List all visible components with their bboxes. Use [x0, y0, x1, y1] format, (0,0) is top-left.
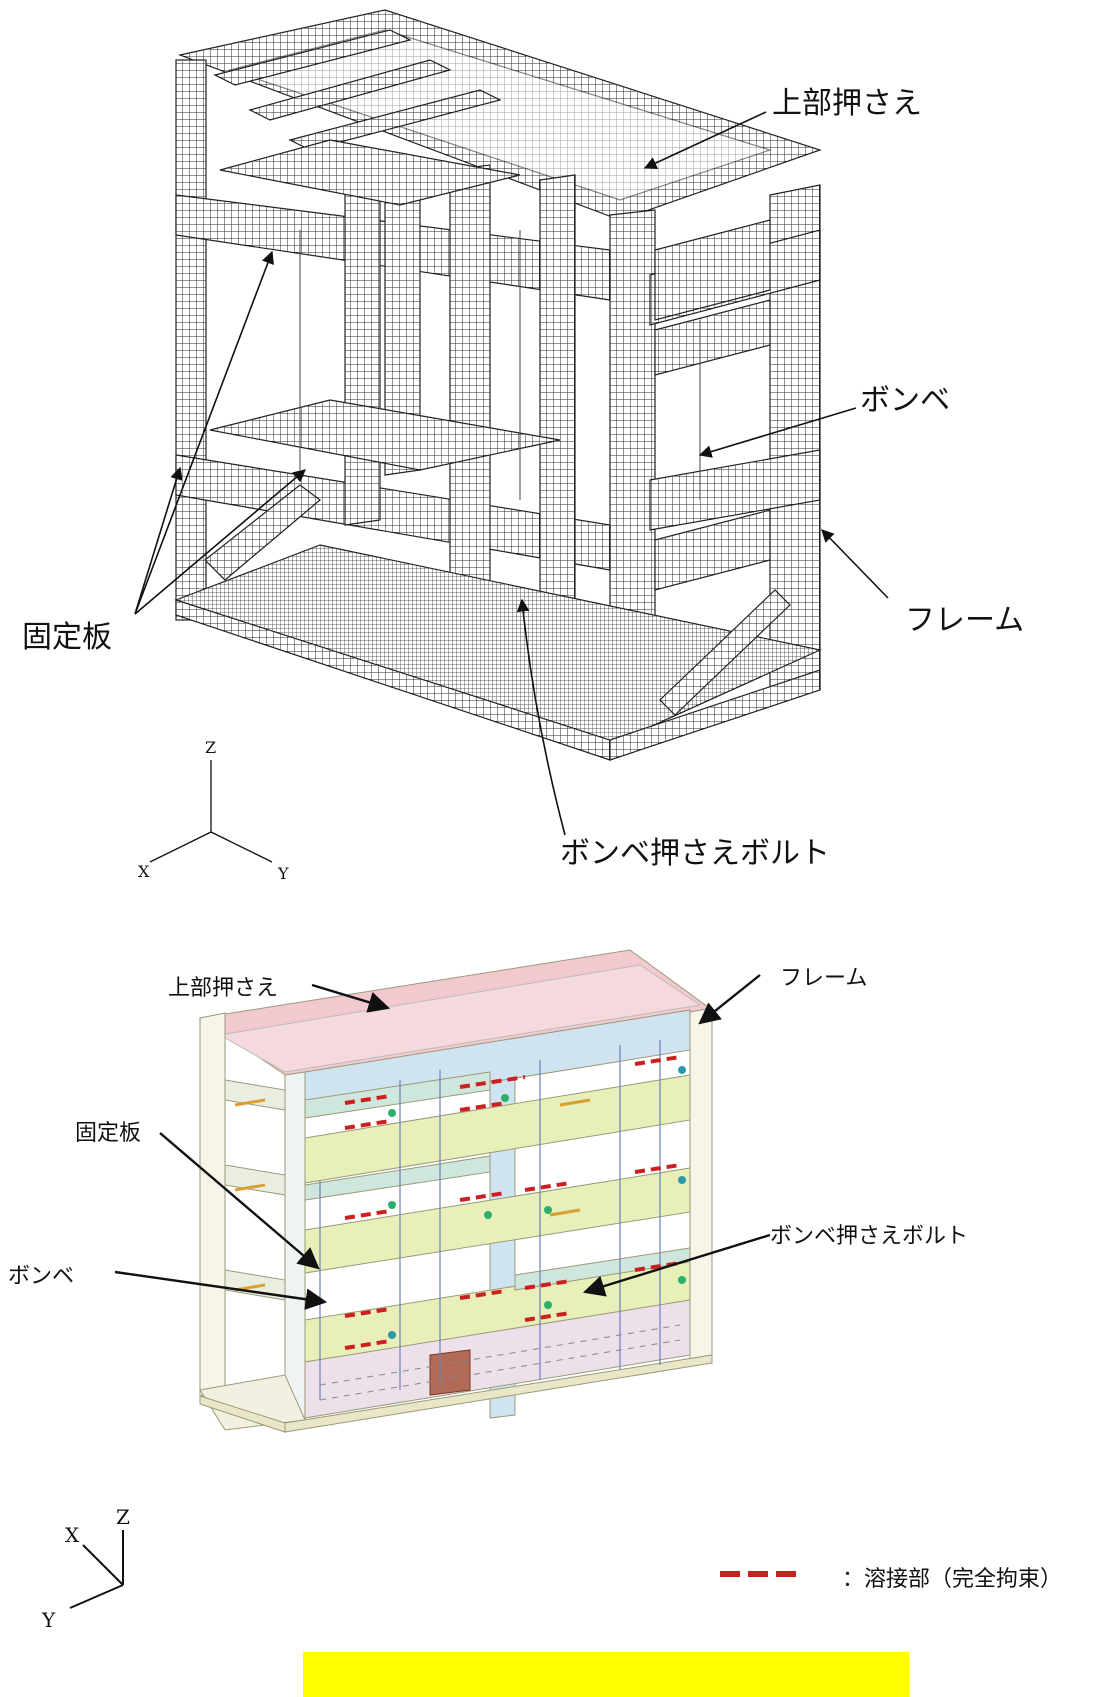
highlight-box	[303, 1652, 909, 1697]
label-cylinder-bolt-bottom: ボンベ押さえボルト	[770, 1224, 969, 1249]
top-leader-lines	[134, 111, 889, 836]
label-fixing-plate-bottom: 固定板	[75, 1121, 142, 1146]
bolt-markers	[388, 1066, 686, 1339]
colored-model-diagram	[198, 949, 714, 1433]
label-fixing-plate-top: 固定板	[22, 620, 112, 655]
axis-z-bottom: Z	[116, 1505, 130, 1529]
bottom-leader-lines	[114, 974, 771, 1310]
bottom-axis-triad	[69, 1530, 124, 1609]
label-cylinder-top: ボンベ	[860, 383, 950, 418]
axis-x-bottom: X	[65, 1523, 80, 1547]
label-frame-top: フレーム	[905, 603, 1025, 638]
axis-y-top: Y	[278, 864, 289, 883]
axis-y-bottom: Y	[42, 1608, 56, 1632]
label-cylinder-bottom: ボンベ	[8, 1264, 75, 1289]
axis-z-top: Z	[205, 738, 217, 757]
label-cylinder-bolt-top: ボンベ押さえボルト	[560, 836, 830, 871]
top-frame-structure	[174, 9, 822, 761]
label-upper-clamp-bottom: 上部押さえ	[168, 976, 279, 1001]
top-axis-triad	[149, 760, 273, 863]
legend-weld-label: ：溶接部（完全拘束）	[842, 1567, 1063, 1592]
label-upper-clamp-top: 上部押さえ	[772, 86, 922, 121]
axis-x-top: X	[138, 862, 150, 881]
weld-marks	[344, 1055, 681, 1350]
label-frame-bottom: フレーム	[780, 966, 868, 991]
